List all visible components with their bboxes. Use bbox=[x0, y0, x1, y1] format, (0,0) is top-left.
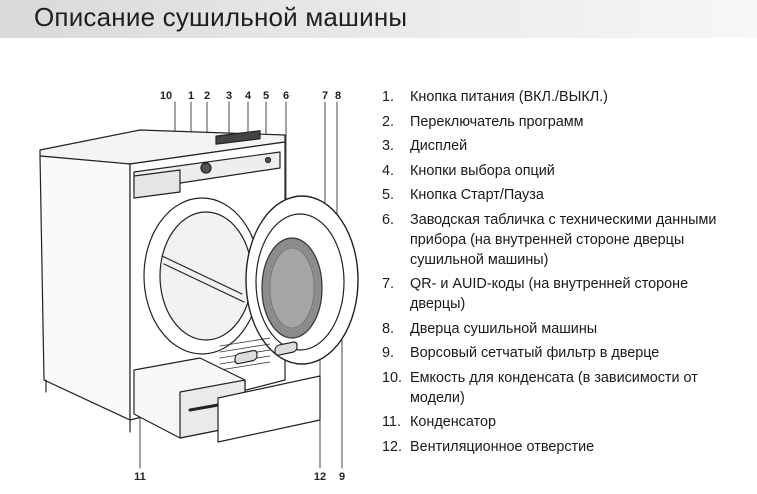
dryer-drawing bbox=[39, 101, 359, 469]
legend-number: 4. bbox=[382, 162, 395, 179]
condenser-cover bbox=[217, 375, 321, 443]
callout-10: 10 bbox=[159, 90, 173, 102]
legend-number: 6. bbox=[382, 211, 395, 228]
legend-text: Заводская табличка с техническими данным… bbox=[410, 211, 717, 268]
callout-1: 1 bbox=[187, 90, 195, 102]
legend-item: 10. Емкость для конденсата (в зависимости… bbox=[382, 368, 742, 408]
legend-number: 1. bbox=[382, 89, 395, 105]
callout-5: 5 bbox=[262, 90, 270, 102]
callout-7: 7 bbox=[321, 90, 329, 102]
legend-number: 11. bbox=[382, 414, 401, 430]
condensate-container bbox=[133, 169, 181, 199]
callout-6: 6 bbox=[282, 90, 290, 102]
legend-text: Конденсатор bbox=[410, 414, 496, 430]
legend-item: 1. Кнопка питания (ВКЛ./ВЫКЛ.) bbox=[382, 87, 742, 107]
callout-12: 12 bbox=[313, 471, 327, 483]
legend-text: Кнопка Старт/Пауза bbox=[410, 187, 544, 203]
legend-number: 2. bbox=[382, 113, 395, 130]
dryer-illustration: 10 1 2 3 4 5 6 7 8 11 12 9 bbox=[30, 80, 370, 490]
legend-number: 9. bbox=[382, 345, 395, 361]
callout-4: 4 bbox=[244, 90, 252, 102]
legend-text: Кнопки выбора опций bbox=[410, 162, 555, 179]
legend-text: QR- и AUID-коды (на внутренней стороне д… bbox=[410, 276, 689, 312]
legend-number: 5. bbox=[382, 187, 395, 203]
legend-text: Кнопка питания (ВКЛ./ВЫКЛ.) bbox=[410, 89, 608, 105]
legend-list: 1. Кнопка питания (ВКЛ./ВЫКЛ.) 2. Переключ… bbox=[382, 87, 742, 461]
legend-item: 2. Переключатель программ bbox=[382, 112, 742, 132]
legend-text: Дисплей bbox=[410, 138, 468, 154]
legend-text: Вентиляционное отверстие bbox=[410, 438, 595, 455]
callout-3: 3 bbox=[225, 90, 233, 102]
legend-item: 6. Заводская табличка с техническими данн… bbox=[382, 210, 742, 270]
legend-item: 9. Ворсовый сетчатый фильтр в дверце bbox=[382, 343, 742, 363]
legend-number: 8. bbox=[382, 320, 395, 337]
legend-item: 11. Конденсатор bbox=[382, 412, 742, 432]
legend-number: 7. bbox=[382, 276, 395, 292]
legend-number: 3. bbox=[382, 138, 395, 154]
legend-text: Емкость для конденсата (в зависимости от… bbox=[410, 369, 698, 406]
legend-text: Дверца сушильной машины bbox=[410, 320, 598, 337]
callout-9: 9 bbox=[338, 471, 346, 483]
legend-item: 12. Вентиляционное отверстие bbox=[382, 437, 742, 457]
callout-11: 11 bbox=[134, 471, 146, 483]
legend-item: 4. Кнопки выбора опций bbox=[382, 161, 742, 181]
cabinet-side bbox=[39, 155, 131, 421]
legend-item: 5. Кнопка Старт/Пауза bbox=[382, 185, 742, 205]
callout-2: 2 bbox=[203, 90, 211, 102]
legend-item: 8. Дверца сушильной машины bbox=[382, 319, 742, 339]
legend-item: 3. Дисплей bbox=[382, 136, 742, 156]
legend-text: Ворсовый сетчатый фильтр в дверце bbox=[410, 345, 660, 361]
legend-number: 12. bbox=[382, 438, 403, 455]
page-title: Описание сушильной машины bbox=[34, 2, 408, 32]
legend-item: 7. QR- и AUID-коды (на внутренней стороне… bbox=[382, 274, 742, 314]
legend-text: Переключатель программ bbox=[410, 113, 584, 130]
legend-number: 10. bbox=[382, 369, 403, 386]
title-bar bbox=[0, 0, 757, 38]
callout-8: 8 bbox=[334, 90, 342, 102]
